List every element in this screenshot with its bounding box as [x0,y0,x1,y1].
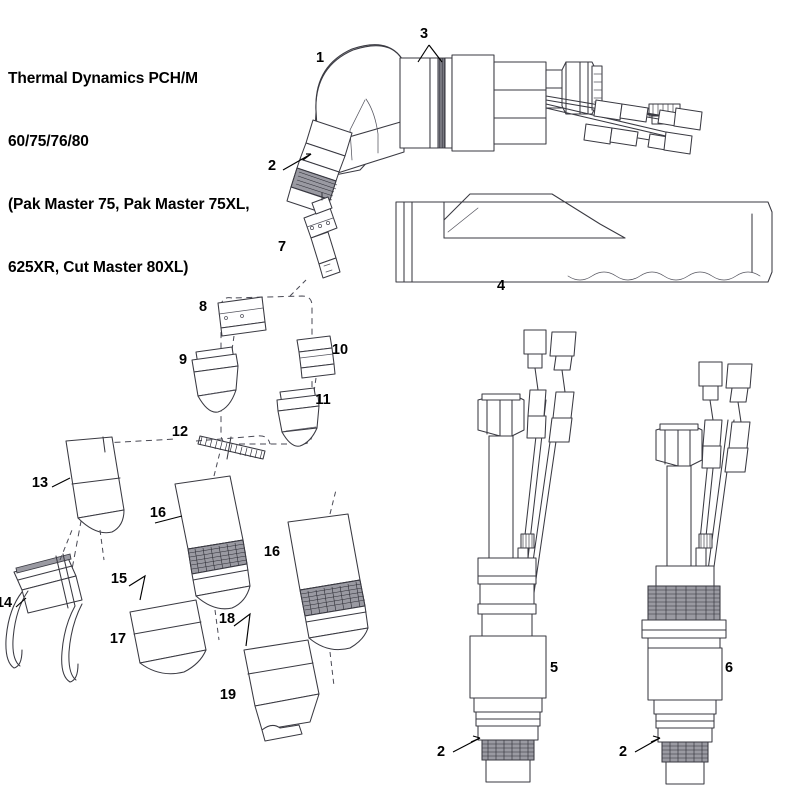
hose-fitting-lower [583,123,693,155]
shield-cup-part-13 [65,436,125,561]
torch-body-assembly-5 [469,329,577,783]
callout-18: 18 [219,611,235,627]
callout-numbers: 1 2 3 4 5 6 7 8 9 10 11 12 13 14 15 16 1… [0,26,733,760]
retaining-cup-part-16a [174,451,251,641]
shield-cup-part-19 [243,639,320,742]
thread-band-16b [299,579,366,617]
hose-fitting-upper [593,99,703,131]
callout-6: 6 [725,660,733,676]
title-line-3: (Pak Master 75, Pak Master 75XL, [8,196,250,213]
title-line-4: 625XR, Cut Master 80XL) [8,259,189,276]
callout-9: 9 [179,352,187,368]
callout-13: 13 [32,475,48,491]
callout-1: 1 [316,50,324,66]
handle-part-4 [395,193,773,283]
callout-8: 8 [199,299,207,315]
callout-2b: 2 [437,744,445,760]
callout-16b: 16 [264,544,280,560]
callout-10: 10 [332,342,348,358]
callout-3: 3 [420,26,428,42]
callout-17: 17 [110,631,126,647]
callout-2a: 2 [268,158,276,174]
main-cable-nut [561,61,603,115]
torch-6-hex-nut [655,423,703,467]
callout-15: 15 [111,571,127,587]
retaining-cup-thread-5 [481,739,535,761]
callout-19: 19 [220,687,236,703]
shield-cup-part-17 [129,599,207,675]
callout-2c: 2 [619,744,627,760]
swirl-ring-part-10 [296,335,336,393]
callout-11: 11 [315,392,330,408]
diagram-title: Thermal Dynamics PCH/M 60/75/76/80 (Pak … [8,26,250,320]
retaining-cup-thread-6 [661,741,709,763]
callout-leader-lines [15,44,661,753]
callout-16a: 16 [150,505,166,521]
title-line-2: 60/75/76/80 [8,133,89,150]
spring-part-12 [197,435,266,460]
tip-part-11 [276,387,320,447]
torch-head-assembly [286,44,547,215]
electrode-holder-part-8 [217,296,267,351]
torch-body-assembly-6 [641,361,753,785]
switch-valve-part-7 [289,192,341,297]
torch-head-collar [399,54,547,152]
retaining-cup-part-16b [287,489,369,687]
torch-5-hex-nut [477,393,525,437]
callout-12: 12 [172,424,188,440]
spacer-guide-part-14 [5,529,83,683]
callout-5: 5 [550,660,558,676]
electrode-part-9 [191,346,239,413]
callout-7: 7 [278,239,286,255]
torch-6-thread-band [647,585,721,621]
callout-4: 4 [497,278,505,294]
callout-14: 14 [0,595,12,611]
leads-and-fittings [545,61,703,155]
title-line-1: Thermal Dynamics PCH/M [8,70,198,87]
